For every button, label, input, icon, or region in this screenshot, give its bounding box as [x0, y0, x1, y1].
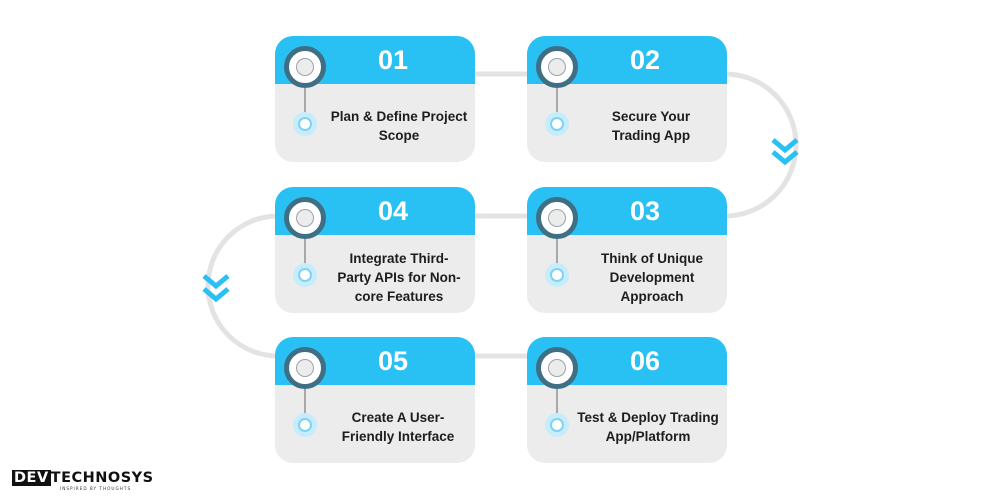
step-label: Integrate Third-Party APIs for Non-core …: [337, 250, 461, 304]
timeline-stem: [304, 389, 306, 415]
step-label: Think of Unique Development Approach: [601, 250, 703, 304]
step-card-02: 02 Secure Your Trading App: [527, 36, 727, 162]
step-circle-icon: [536, 197, 578, 239]
step-label: Secure Your Trading App: [611, 109, 691, 143]
timeline-stem: [304, 88, 306, 114]
step-card-01: 01 Plan & Define Project Scope: [275, 36, 475, 162]
logo-dev-mark: DEV: [12, 470, 51, 486]
logo-tagline: INSPIRED BY THOUGHTS: [60, 486, 132, 491]
step-circle-icon: [284, 347, 326, 389]
step-dot-icon: [545, 413, 569, 437]
step-number: 02: [629, 45, 661, 75]
step-dot-icon: [545, 263, 569, 287]
step-circle-icon: [284, 197, 326, 239]
step-card-04: 04 Integrate Third-Party APIs for Non-co…: [275, 187, 475, 313]
step-number: 04: [377, 196, 409, 226]
step-label: Plan & Define Project Scope: [330, 109, 468, 143]
timeline-stem: [556, 389, 558, 415]
step-number: 06: [629, 346, 661, 376]
step-number: 01: [377, 45, 409, 75]
step-card-05: 05 Create A User-Friendly Interface: [275, 337, 475, 463]
step-dot-icon: [293, 413, 317, 437]
step-number: 05: [377, 346, 409, 376]
step-dot-icon: [293, 112, 317, 136]
chevron-down-icon-right: [771, 138, 799, 166]
step-circle-icon: [536, 347, 578, 389]
step-number: 03: [629, 196, 661, 226]
step-dot-icon: [293, 263, 317, 287]
step-label: Test & Deploy Trading App/Platform: [577, 410, 719, 444]
step-card-03: 03 Think of Unique Development Approach: [527, 187, 727, 313]
timeline-stem: [304, 239, 306, 265]
logo-name: TECHNOSYS: [50, 470, 154, 486]
step-card-06: 06 Test & Deploy Trading App/Platform: [527, 337, 727, 463]
step-label: Create A User-Friendly Interface: [341, 410, 455, 444]
chevron-down-icon-left: [202, 274, 230, 303]
step-dot-icon: [545, 112, 569, 136]
step-circle-icon: [536, 46, 578, 88]
timeline-stem: [556, 239, 558, 265]
step-circle-icon: [284, 46, 326, 88]
timeline-stem: [556, 88, 558, 114]
